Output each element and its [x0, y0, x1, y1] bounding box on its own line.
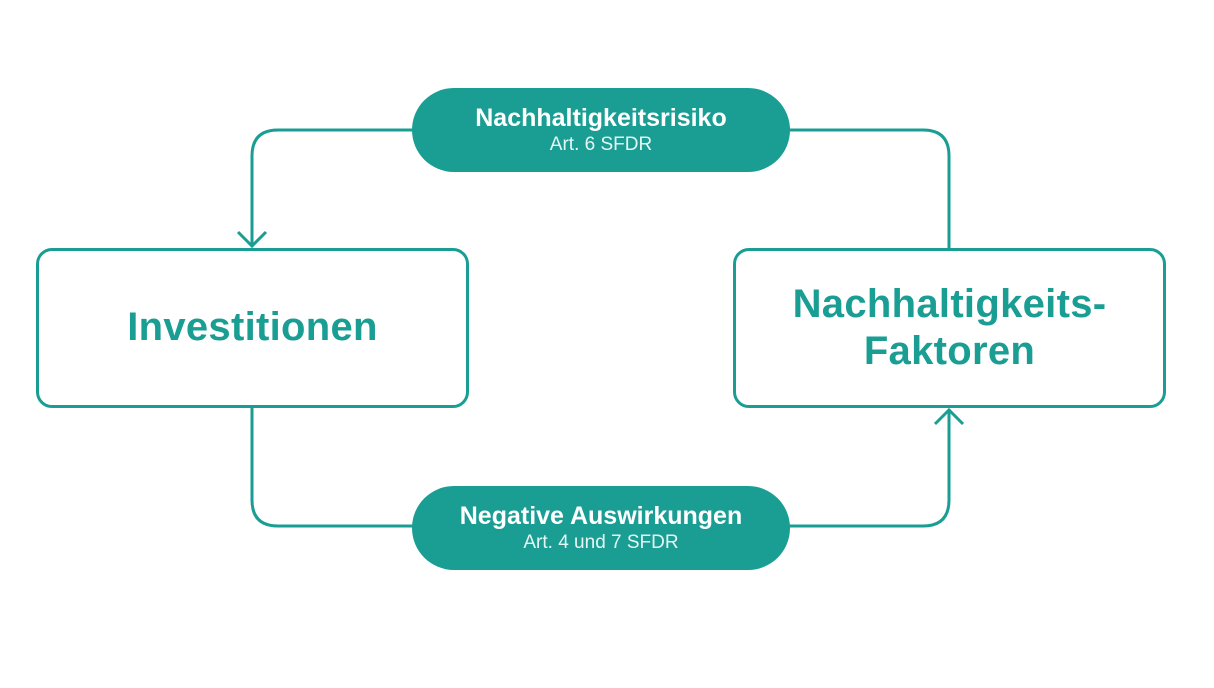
nachhaltigkeitsrisiko-subtitle: Art. 6 SFDR [549, 134, 653, 155]
negative-auswirkungen-pill: Negative Auswirkungen Art. 4 und 7 SFDR [412, 486, 790, 570]
nachhaltigkeitsfaktoren-label-line2: Faktoren [863, 329, 1036, 373]
nachhaltigkeitsfaktoren-label-wrap: Nachhaltigkeits- Faktoren [793, 281, 1107, 375]
nachhaltigkeitsfaktoren-label-line1: Nachhaltigkeits- [792, 281, 1107, 326]
arrow-into-investitionen-icon [236, 230, 268, 249]
investitionen-node: Investitionen [36, 248, 469, 408]
nachhaltigkeitsrisiko-pill: Nachhaltigkeitsrisiko Art. 6 SFDR [412, 88, 790, 172]
nachhaltigkeitsfaktoren-node: Nachhaltigkeits- Faktoren [733, 248, 1166, 408]
investitionen-label: Investitionen [127, 305, 378, 350]
negative-auswirkungen-title: Negative Auswirkungen [459, 502, 743, 530]
investitionen-label-wrap: Investitionen [127, 304, 378, 351]
negative-auswirkungen-subtitle: Art. 4 und 7 SFDR [523, 532, 679, 553]
arrow-into-faktoren-icon [933, 407, 965, 426]
nachhaltigkeitsrisiko-title: Nachhaltigkeitsrisiko [475, 104, 727, 132]
